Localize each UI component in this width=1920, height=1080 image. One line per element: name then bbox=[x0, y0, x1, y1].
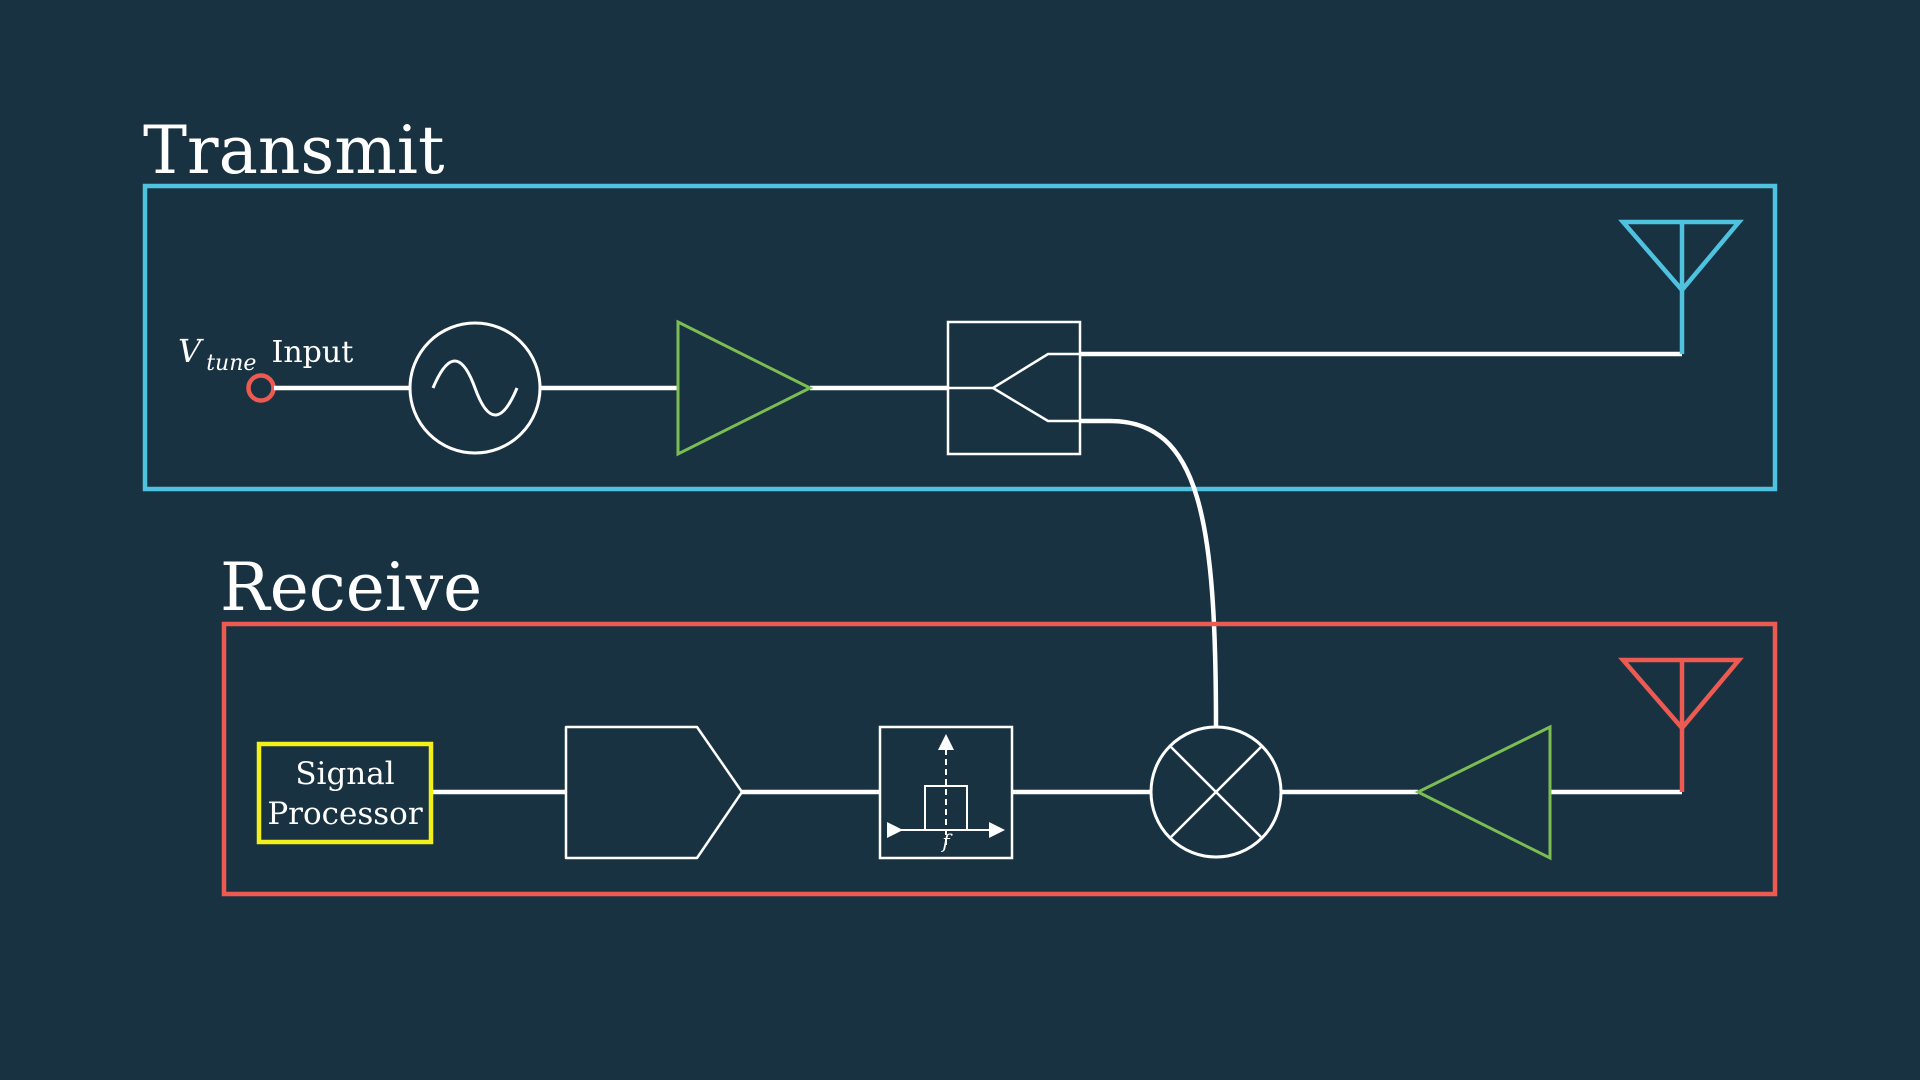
coupler-icon[interactable] bbox=[946, 320, 1082, 456]
lna-icon[interactable] bbox=[1414, 724, 1552, 861]
antenna-icon[interactable] bbox=[1618, 219, 1744, 294]
signal-processor-block[interactable]: Signal Processor bbox=[256, 741, 434, 845]
filter-axis-label: f bbox=[940, 829, 953, 853]
svg-text:V tune Input: V tune Input bbox=[178, 332, 353, 376]
amplifier-icon[interactable] bbox=[676, 319, 814, 457]
bandpass-filter-icon[interactable]: f bbox=[878, 725, 1014, 860]
receive-wires bbox=[432, 728, 1685, 795]
wire-coupler-to-mixer bbox=[1080, 418, 1219, 729]
receive-title: Receive bbox=[220, 549, 482, 626]
vtune-input-label: V tune Input bbox=[178, 332, 353, 376]
transmit-frame bbox=[142, 183, 1778, 492]
vtune-subscript: tune bbox=[206, 351, 256, 376]
vtune-suffix: Input bbox=[272, 335, 354, 370]
mixer-icon[interactable] bbox=[1149, 725, 1283, 859]
signal-processor-line1: Signal bbox=[295, 756, 394, 792]
input-port-icon[interactable] bbox=[246, 373, 276, 403]
vtune-symbol: V bbox=[178, 332, 204, 370]
signal-processor-line2: Processor bbox=[267, 796, 423, 832]
transmit-wires bbox=[274, 290, 1685, 391]
transmit-title: Transmit bbox=[143, 112, 445, 189]
adc-icon[interactable] bbox=[564, 725, 744, 860]
oscillator-icon[interactable] bbox=[408, 321, 542, 455]
receive-frame bbox=[221, 621, 1778, 897]
rx-antenna-icon[interactable] bbox=[1618, 657, 1744, 732]
